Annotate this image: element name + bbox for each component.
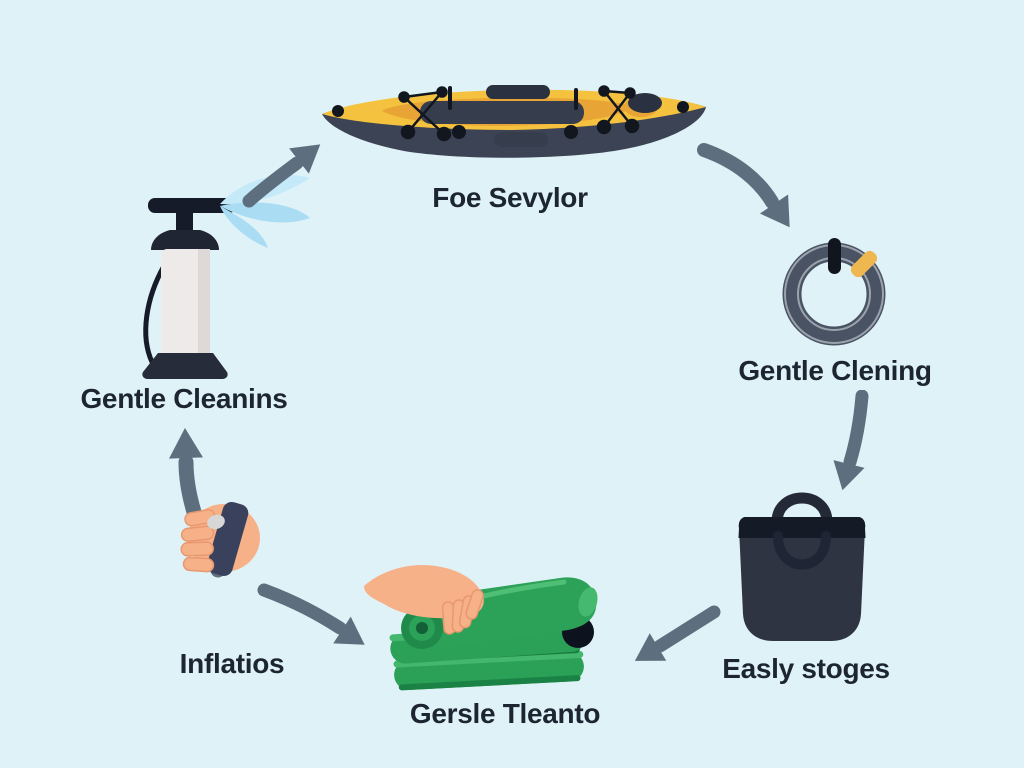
inflation-step-label: Inflatios (179, 648, 285, 679)
storage-bag-icon (736, 484, 868, 651)
hose-step-label: Gentle Clening (738, 355, 932, 386)
inflatable-kayak-icon (316, 80, 712, 177)
air-pump-spray-icon (128, 186, 238, 391)
arrow-inflation-to-folded-icon (252, 578, 382, 673)
kayak-step-label: Foe Sevylor (432, 182, 588, 213)
arrow-bag-to-folded-icon (618, 600, 728, 685)
pump-step-label: Gentle Cleanins (80, 383, 288, 414)
water-spray-icon (210, 168, 315, 258)
bag-step-label: Easly stoges (722, 653, 890, 684)
arrow-pump-to-kayak-icon (237, 131, 337, 216)
coiled-hose-icon (772, 232, 896, 361)
arrow-kayak-to-hose-icon (690, 140, 805, 240)
hand-holding-arrow-icon (176, 496, 268, 587)
arrow-hose-to-bag-icon (818, 389, 888, 500)
hand-folding-kayak-icon (364, 556, 616, 706)
folded-step-label: Gersle Tleanto (409, 698, 601, 729)
